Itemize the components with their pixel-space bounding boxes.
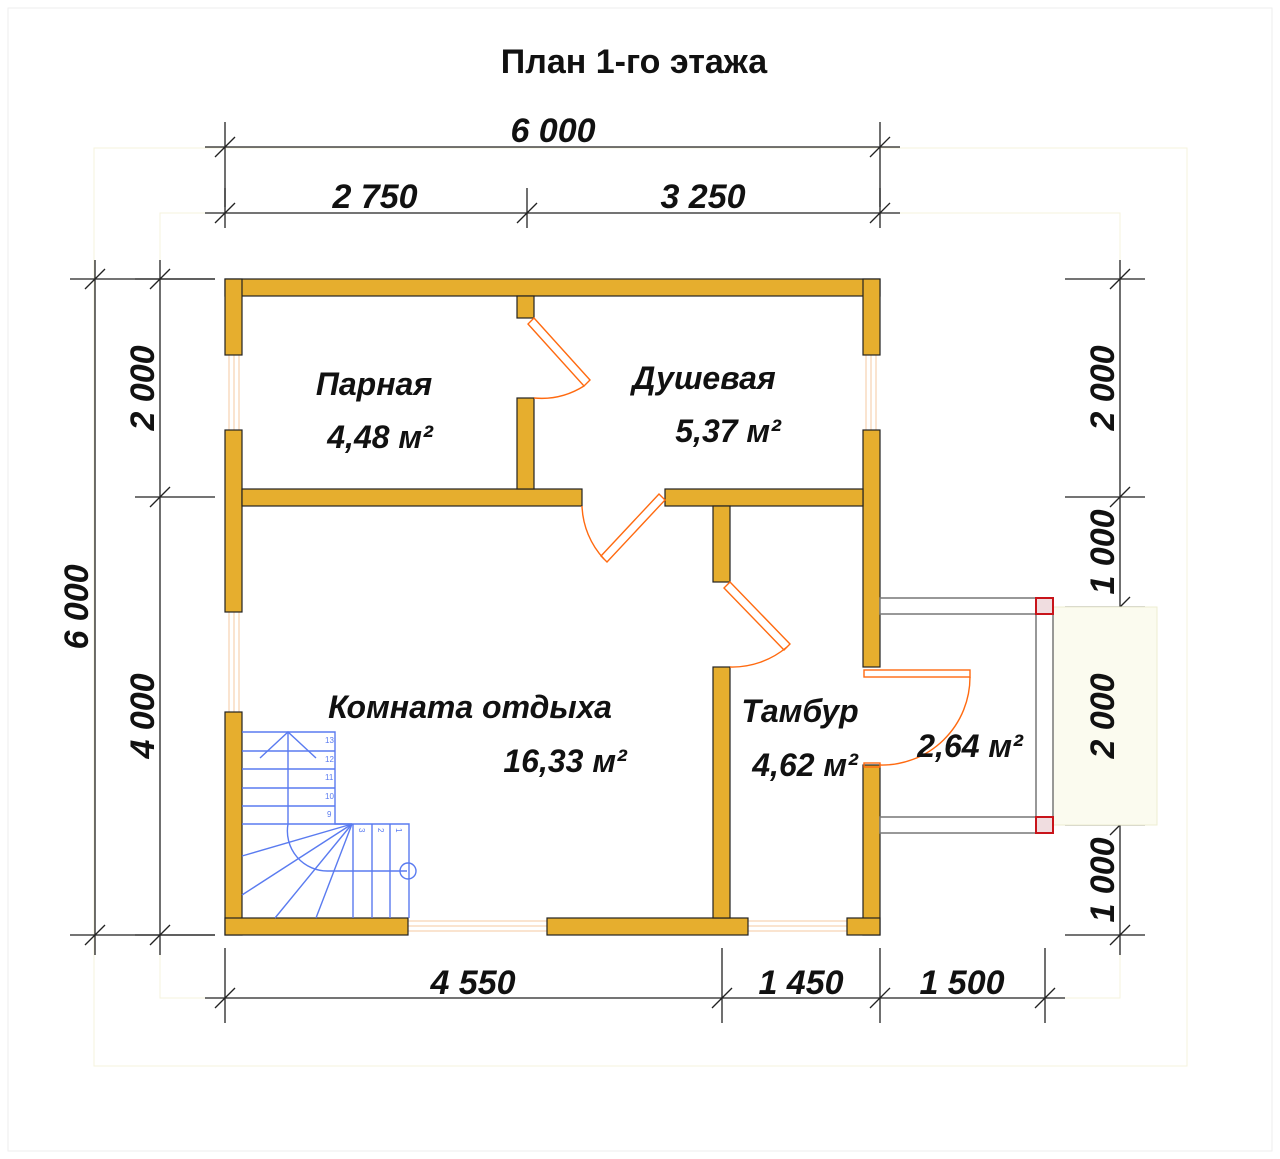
- frame: [7, 7, 1273, 1152]
- door-komnata: [581, 492, 666, 564]
- doors: [527, 316, 971, 768]
- door-entrance: [863, 669, 971, 768]
- room-name-parnaya: Парная: [316, 366, 432, 402]
- porch-post: [1035, 597, 1054, 615]
- dimension-line: [149, 268, 171, 290]
- room-area-komnata: 16,33 м²: [503, 743, 628, 779]
- dim-top-right: 3 250: [660, 178, 745, 216]
- room-area-dushevaya: 5,37 м²: [675, 413, 782, 449]
- step-number: 12: [325, 755, 334, 764]
- dimension-line: [149, 924, 171, 946]
- dimension-line: [84, 268, 106, 290]
- dim-right-2: 1 000: [1084, 509, 1122, 594]
- dimension-lines: [70, 122, 1145, 1023]
- staircase: 13 12 11 10 9 3 2 1: [241, 731, 417, 919]
- dimension-line: [1109, 486, 1131, 508]
- dim-bottom-3: 1 500: [919, 964, 1004, 1002]
- walls: [224, 278, 881, 936]
- step-number: 13: [325, 736, 334, 745]
- dim-right-1: 2 000: [1084, 345, 1122, 431]
- dim-right-4: 1 000: [1084, 837, 1122, 922]
- room-area-tambur: 4,62 м²: [751, 747, 859, 783]
- dimension-line: [1109, 268, 1131, 290]
- porch-post: [1035, 816, 1054, 834]
- plan-title: План 1-го этажа: [501, 43, 768, 81]
- dim-left-total: 6 000: [58, 564, 96, 649]
- dimension-line: [711, 987, 733, 1009]
- dimension-line: [869, 987, 891, 1009]
- door-tambur: [723, 581, 791, 668]
- porch: [879, 597, 1158, 834]
- room-area-parnaya: 4,48 м²: [326, 419, 434, 455]
- dim-top-left: 2 750: [331, 178, 417, 216]
- dim-right-3: 2 000: [1084, 673, 1122, 759]
- step-number: 2: [376, 828, 385, 833]
- dim-left-lower: 4 000: [124, 673, 162, 759]
- dim-bottom-1: 4 550: [429, 964, 515, 1002]
- dimension-line: [214, 987, 236, 1009]
- room-name-dushevaya: Душевая: [629, 360, 776, 396]
- step-number: 1: [394, 828, 403, 833]
- dimension-line: [1034, 987, 1056, 1009]
- dimension-line: [84, 924, 106, 946]
- dim-left-upper: 2 000: [124, 345, 162, 431]
- room-area-porch: 2,64 м²: [916, 728, 1024, 764]
- room-name-tambur: Тамбур: [741, 693, 858, 729]
- step-number: 3: [357, 828, 366, 833]
- dim-top-total: 6 000: [510, 112, 595, 150]
- door-parnaya-dushevaya: [527, 316, 591, 400]
- dim-bottom-2: 1 450: [758, 964, 843, 1002]
- dimension-labels: 6 000 2 750 3 250 6 000 2 000 4 000 2 00…: [58, 112, 1122, 1002]
- room-labels: Парная 4,48 м² Душевая 5,37 м² Комната о…: [316, 360, 1024, 783]
- dimension-line: [1109, 924, 1131, 946]
- sheet-border: [93, 147, 1188, 1067]
- dimension-line: [214, 136, 236, 158]
- dimension-line: [516, 202, 538, 224]
- dimension-line: [869, 136, 891, 158]
- dimension-line: [869, 202, 891, 224]
- step-number: 11: [325, 773, 334, 782]
- dimension-line: [214, 202, 236, 224]
- dimension-line: [149, 486, 171, 508]
- room-name-komnata: Комната отдыха: [328, 689, 612, 725]
- step-number: 10: [325, 792, 334, 801]
- step-number: 9: [327, 810, 332, 819]
